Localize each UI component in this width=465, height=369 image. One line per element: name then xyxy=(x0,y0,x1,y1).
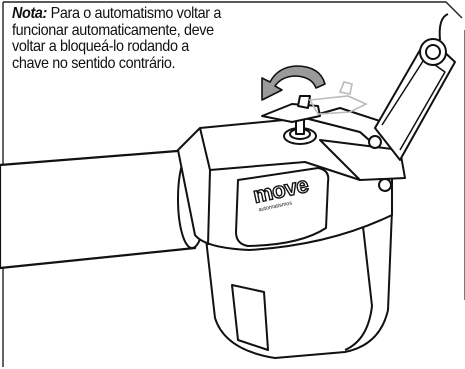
instruction-note: Nota: Para o automatismo voltar a funcio… xyxy=(12,5,228,72)
note-label: Nota: xyxy=(12,5,48,22)
key-ghost-icon xyxy=(308,81,368,115)
brand-badge xyxy=(235,167,330,247)
rotate-arrow-icon xyxy=(261,65,326,101)
note-text: Para o automatismo voltar a funcionar au… xyxy=(12,5,222,72)
motor-arm-tube xyxy=(0,148,201,270)
